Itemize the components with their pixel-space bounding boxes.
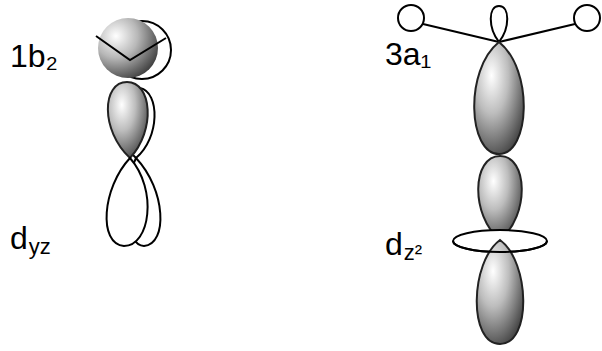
orbital-label: 3a₁ xyxy=(385,38,431,70)
orbital-subscript: z² xyxy=(404,242,422,264)
orbital-label: d xyxy=(385,228,403,260)
orbital-label: 1b₂ xyxy=(10,40,58,72)
orbital-label: d xyxy=(10,222,28,254)
orbital-subscript: yz xyxy=(29,236,51,258)
